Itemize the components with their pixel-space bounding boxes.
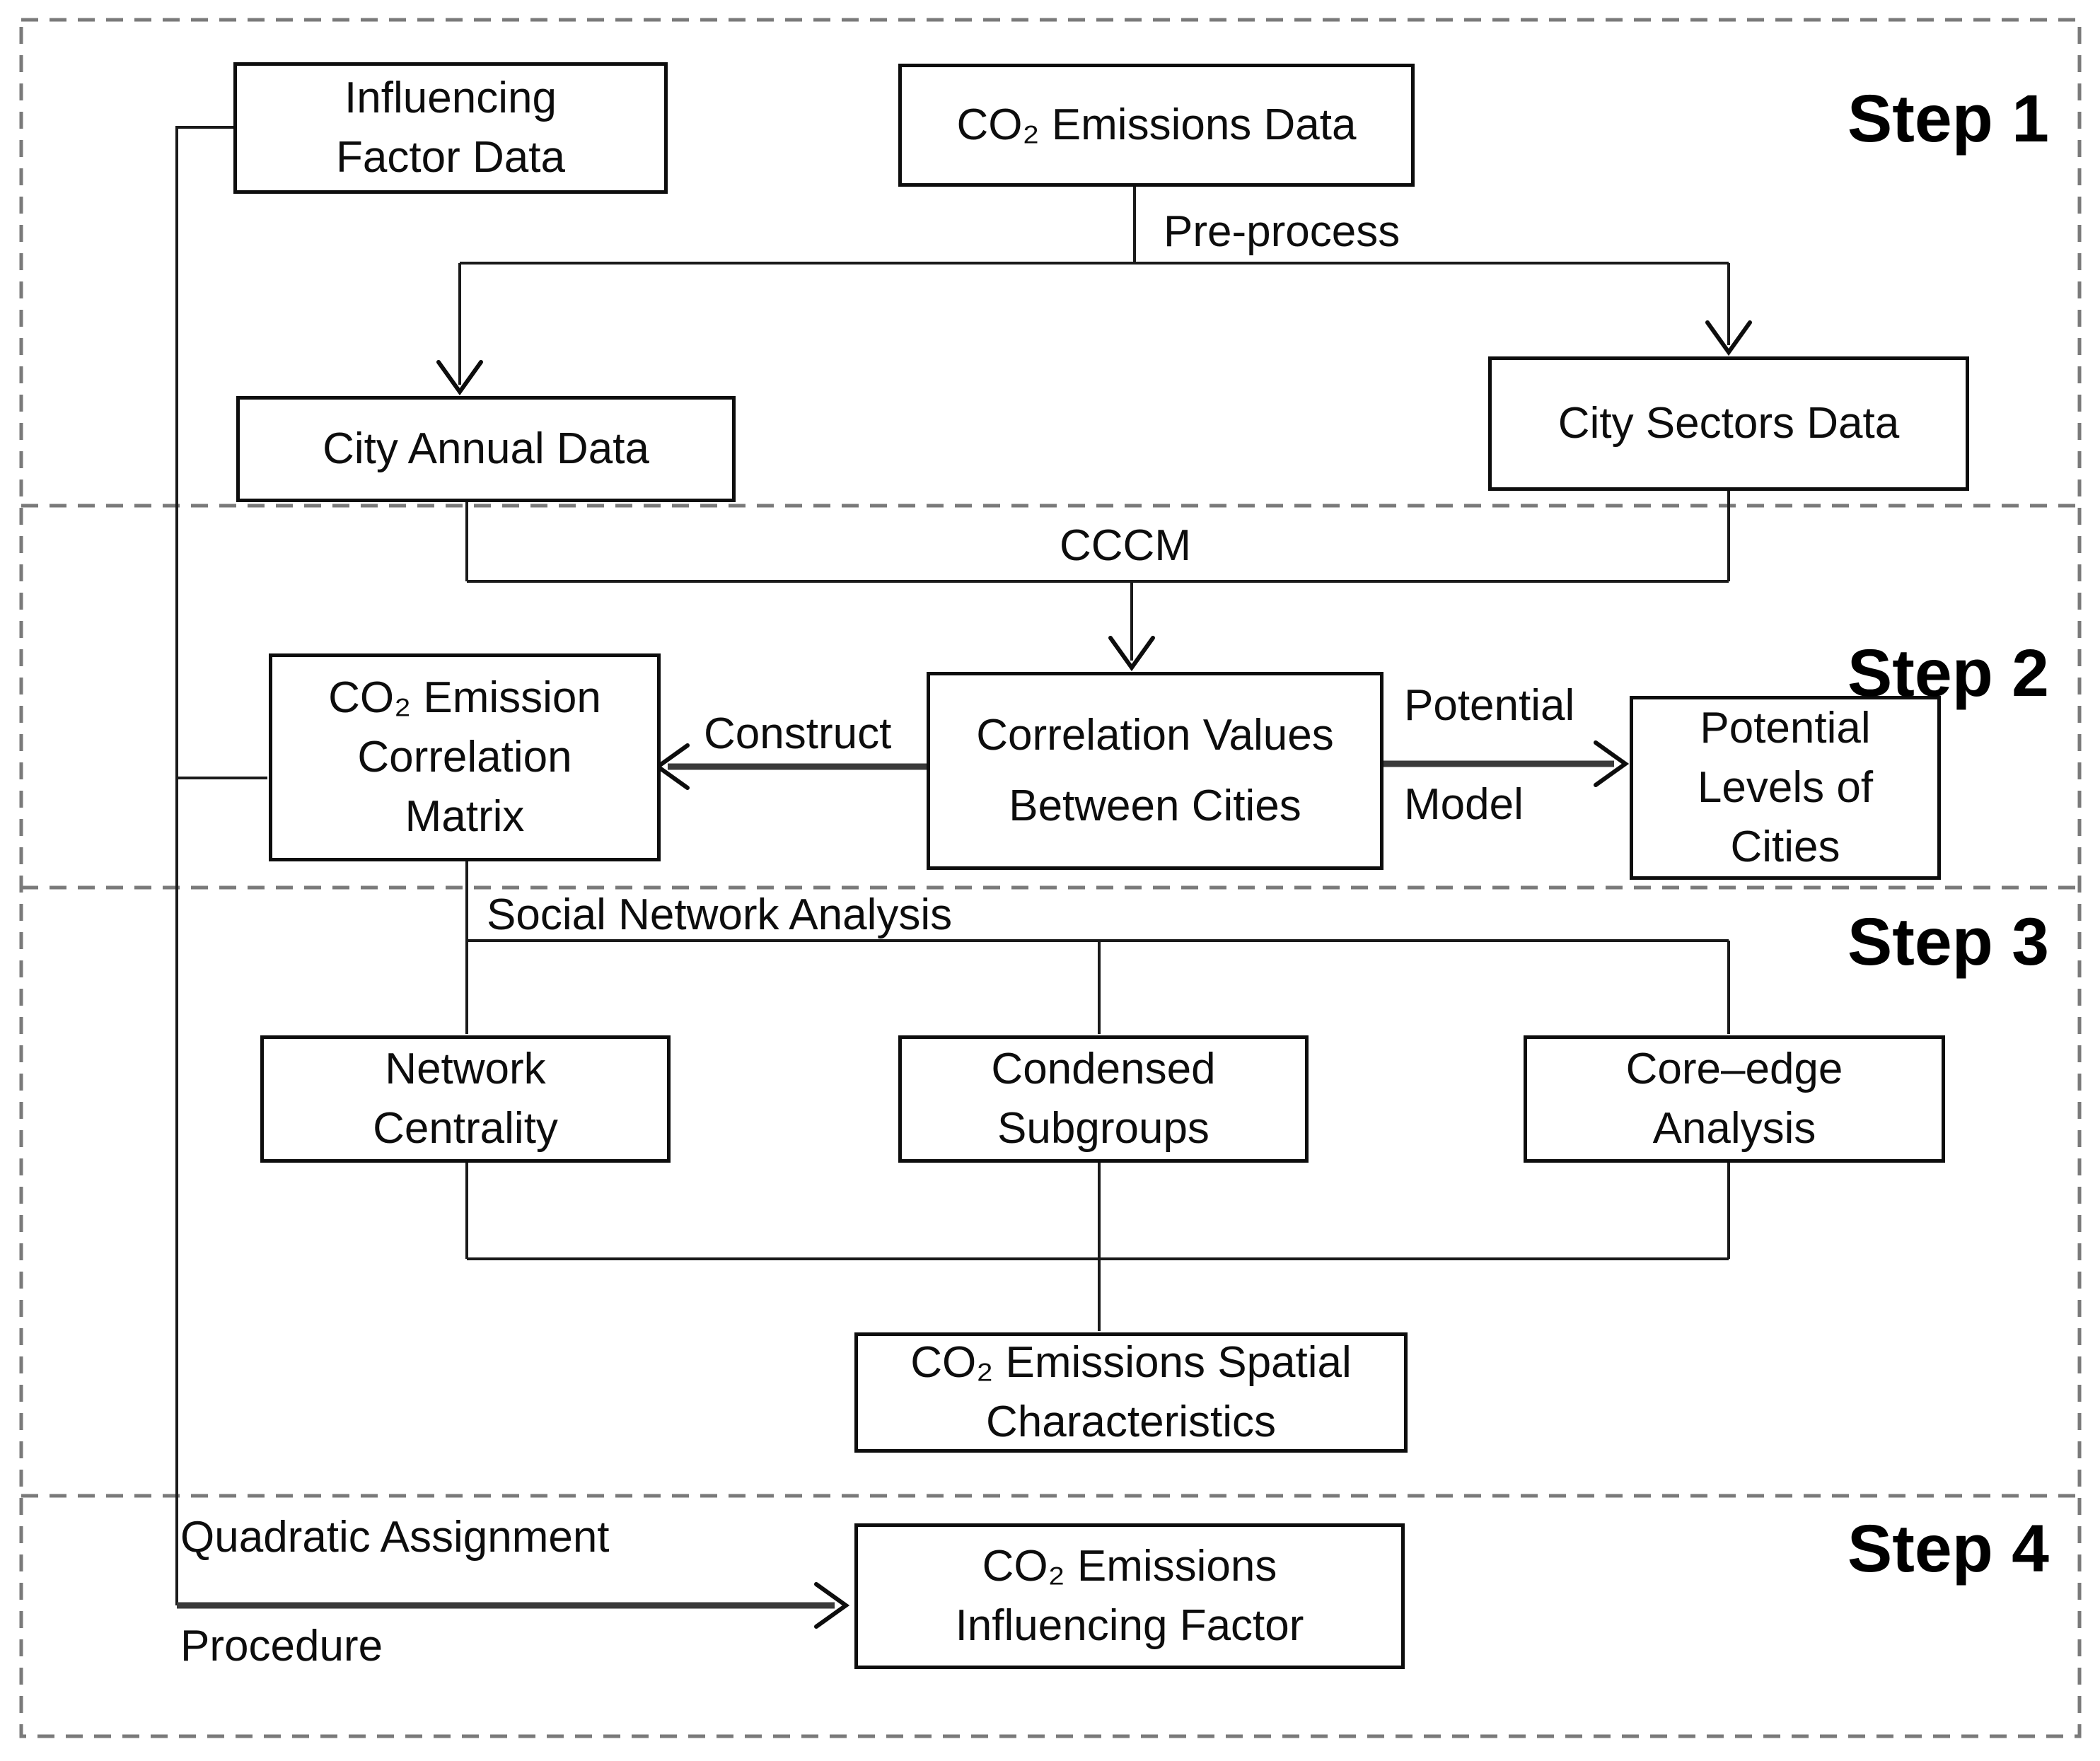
- step-4-label: Step 4: [1847, 1511, 2049, 1586]
- step-3-label: Step 3: [1847, 905, 2049, 980]
- box-text-line: Centrality: [373, 1104, 558, 1153]
- label-procedure: Procedure: [180, 1622, 383, 1670]
- box-text-line: Condensed: [991, 1045, 1216, 1093]
- box-co2-emissions-influencing-factor: CO₂ Emissions Influencing Factor: [854, 1523, 1405, 1669]
- box-condensed-subgroups: Condensed Subgroups: [898, 1035, 1309, 1163]
- outer-dashed-border: [19, 18, 2082, 1738]
- box-text-line: Subgroups: [997, 1104, 1209, 1153]
- edge-influencing-factor-trunk: [175, 126, 233, 1605]
- box-correlation-values-between-cities: Correlation Values Between Cities: [927, 672, 1383, 870]
- label-construct: Construct: [704, 709, 892, 758]
- step-boundary-dashes: [19, 18, 2082, 1738]
- arrowhead-potential-model: [1594, 740, 1630, 787]
- box-city-annual-data: City Annual Data: [236, 396, 736, 502]
- step-1-label: Step 1: [1847, 81, 2049, 156]
- box-text-line: Analysis: [1652, 1104, 1816, 1153]
- label-social-network-analysis: Social Network Analysis: [487, 890, 953, 939]
- box-text-line: Influencing Factor: [955, 1601, 1304, 1650]
- box-network-centrality: Network Centrality: [260, 1035, 671, 1163]
- box-text-line: Between Cities: [1009, 781, 1301, 830]
- box-influencing-factor-data: Influencing Factor Data: [233, 62, 668, 194]
- box-text-line: Influencing: [344, 74, 557, 122]
- label-cccm: CCCM: [1060, 521, 1191, 570]
- connector-lines: [175, 126, 1730, 1605]
- box-text-line: Correlation: [357, 733, 572, 781]
- box-text-line: Characteristics: [986, 1397, 1276, 1446]
- box-city-sectors-data: City Sectors Data: [1488, 356, 1969, 491]
- box-potential-levels-of-cities: Potential Levels of Cities: [1630, 696, 1941, 880]
- box-text-line: Matrix: [405, 792, 525, 841]
- box-co2-emission-correlation-matrix: CO₂ Emission Correlation Matrix: [269, 653, 661, 861]
- box-text-line: Correlation Values: [976, 711, 1334, 760]
- box-text-line: City Sectors Data: [1557, 399, 1900, 448]
- box-text-line: CO₂ Emissions Data: [956, 100, 1357, 149]
- box-text-line: Factor Data: [336, 133, 565, 182]
- label-quadratic-assignment: Quadratic Assignment: [180, 1513, 610, 1562]
- label-potential: Potential: [1404, 681, 1575, 730]
- label-pre-process: Pre-process: [1164, 207, 1400, 256]
- box-text-line: CO₂ Emissions: [982, 1542, 1277, 1591]
- arrowhead-city-sectors: [1705, 320, 1752, 356]
- box-text-line: Potential: [1700, 704, 1871, 752]
- box-text-line: City Annual Data: [323, 424, 649, 473]
- thick-arrow-shafts: [177, 760, 1614, 1609]
- box-text-line: Levels of: [1697, 763, 1874, 812]
- box-text-line: Cities: [1730, 823, 1840, 871]
- arrowhead-city-annual: [436, 360, 483, 396]
- box-text-line: CO₂ Emissions Spatial: [910, 1338, 1352, 1387]
- box-co2-emissions-data: CO₂ Emissions Data: [898, 64, 1415, 187]
- box-co2-emissions-spatial-characteristics: CO₂ Emissions Spatial Characteristics: [854, 1332, 1408, 1453]
- box-text-line: Network: [385, 1045, 546, 1093]
- arrowhead-correlation-values: [1108, 636, 1155, 672]
- box-text-line: Core–edge: [1625, 1045, 1843, 1093]
- box-core-edge-analysis: Core–edge Analysis: [1524, 1035, 1945, 1163]
- arrowhead-qap: [814, 1582, 850, 1629]
- box-text-line: CO₂ Emission: [328, 673, 601, 722]
- step-2-label: Step 2: [1847, 636, 2049, 711]
- label-model: Model: [1404, 780, 1524, 829]
